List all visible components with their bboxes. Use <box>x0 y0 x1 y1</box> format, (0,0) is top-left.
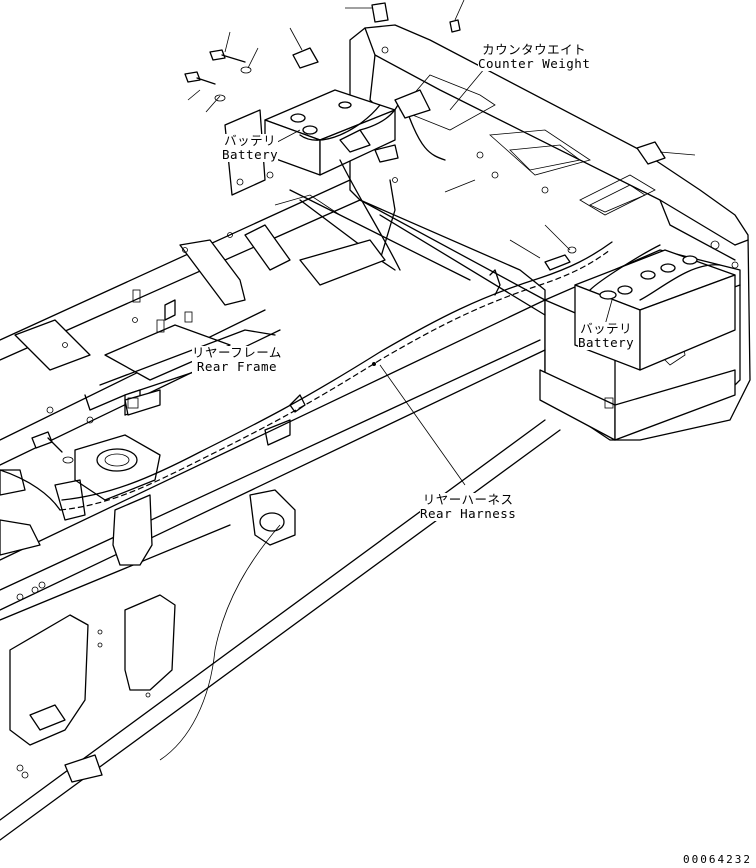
counterweight-label-en: Counter Weight <box>478 56 591 71</box>
battery-right-label: バッテリ Battery <box>578 321 635 350</box>
rear-harness-label-en: Rear Harness <box>420 506 517 521</box>
rear-harness-label-jp: リヤーハーネス <box>422 492 514 507</box>
rear-frame <box>0 177 561 841</box>
battery-left-label: バッテリ Battery <box>222 133 279 162</box>
battery-left <box>224 89 401 196</box>
counterweight-label-jp: カウンタウエイト <box>482 42 587 57</box>
battery-right-label-en: Battery <box>578 335 635 350</box>
rear-frame-label: リヤーフレーム Rear Frame <box>192 346 282 374</box>
rear-harness-label: リヤーハーネス Rear Harness <box>420 492 517 521</box>
fasteners <box>31 2 666 464</box>
battery-right-label-jp: バッテリ <box>580 321 633 336</box>
counterweight-label: カウンタウエイト Counter Weight <box>478 42 591 71</box>
rear-frame-label-en: Rear Frame <box>196 359 278 374</box>
rear-frame-label-jp: リヤーフレーム <box>192 345 282 360</box>
drawing-number: 00064232 <box>683 853 752 866</box>
battery-left-label-en: Battery <box>222 147 279 162</box>
battery-left-label-jp: バッテリ <box>224 133 277 148</box>
